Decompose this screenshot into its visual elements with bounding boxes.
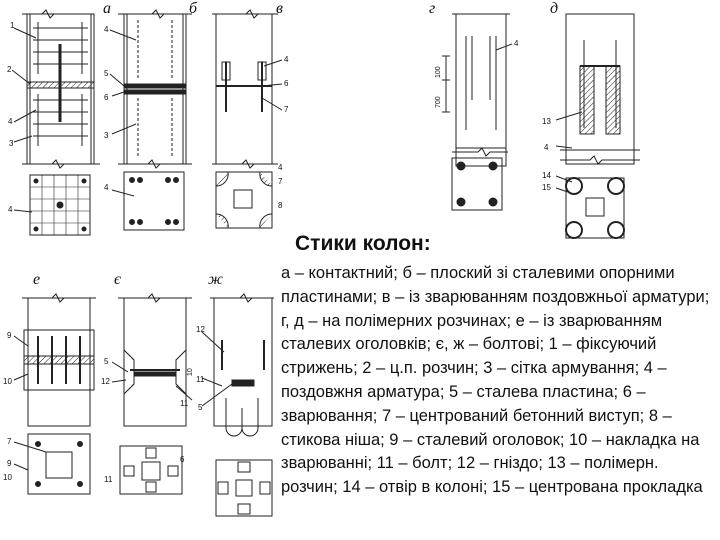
callout-4: 4	[544, 143, 549, 152]
callout-7: 7	[7, 437, 12, 446]
fig-zh	[201, 293, 274, 517]
callout-2: 2	[7, 65, 12, 74]
callout-4: 4	[8, 117, 13, 126]
fig-label-zh: ж	[208, 271, 223, 288]
callout-15: 15	[542, 183, 551, 192]
callout-5: 5	[104, 357, 109, 366]
fig-d	[555, 13, 640, 239]
fig-e	[13, 293, 96, 495]
dim-700: 700	[435, 96, 442, 108]
fig-ye	[111, 293, 193, 495]
callout-10: 10	[3, 473, 12, 482]
callout-5: 5	[104, 69, 109, 78]
fig-label-e: е	[33, 271, 40, 288]
callout-11: 11	[104, 475, 113, 484]
callout-11: 11	[180, 399, 189, 408]
callout-13: 13	[542, 117, 551, 126]
callout-9: 9	[7, 331, 12, 340]
fig-label-v: в	[276, 0, 283, 17]
callout-3: 3	[9, 139, 14, 148]
fig-label-g: г	[429, 0, 435, 17]
callout-6: 6	[180, 455, 185, 464]
callout-7: 7	[284, 105, 289, 114]
callout-6: 6	[284, 79, 289, 88]
callout-14: 14	[542, 171, 551, 180]
dim-100: 100	[435, 66, 442, 78]
fig-v	[212, 9, 283, 229]
callout-6: 6	[104, 93, 109, 102]
callout-8: 8	[278, 201, 283, 210]
fig-label-ye: є	[114, 271, 121, 288]
callout-4: 4	[104, 25, 109, 34]
callout-5: 5	[198, 403, 203, 412]
callout-7: 7	[278, 177, 283, 186]
fig-label-b: б	[189, 0, 198, 17]
fig-label-d: д	[550, 0, 558, 17]
callout-12: 12	[101, 377, 110, 386]
figure-caption: Стики колон: а – контактний; б – плоский…	[281, 232, 717, 500]
callout-11: 11	[196, 375, 205, 384]
fig-g	[442, 13, 513, 211]
callout-1: 1	[10, 21, 15, 30]
caption-title: Стики колон:	[295, 232, 431, 255]
callout-4: 4	[514, 39, 519, 48]
callout-9: 9	[7, 459, 12, 468]
fig-a	[11, 9, 100, 236]
callout-3: 3	[104, 131, 109, 140]
fig-b	[109, 9, 192, 231]
fig-a-mesh	[33, 22, 88, 146]
callout-10: 10	[3, 377, 12, 386]
caption-text: а – контактний; б – плоский зі сталевими…	[281, 264, 710, 497]
fig-label-a: а	[103, 0, 111, 17]
callout-12: 12	[196, 325, 205, 334]
dim-10: 10	[187, 368, 194, 376]
callout-4: 4	[278, 163, 283, 172]
callout-4: 4	[284, 55, 289, 64]
callout-4: 4	[8, 205, 13, 214]
callout-4: 4	[104, 183, 109, 192]
